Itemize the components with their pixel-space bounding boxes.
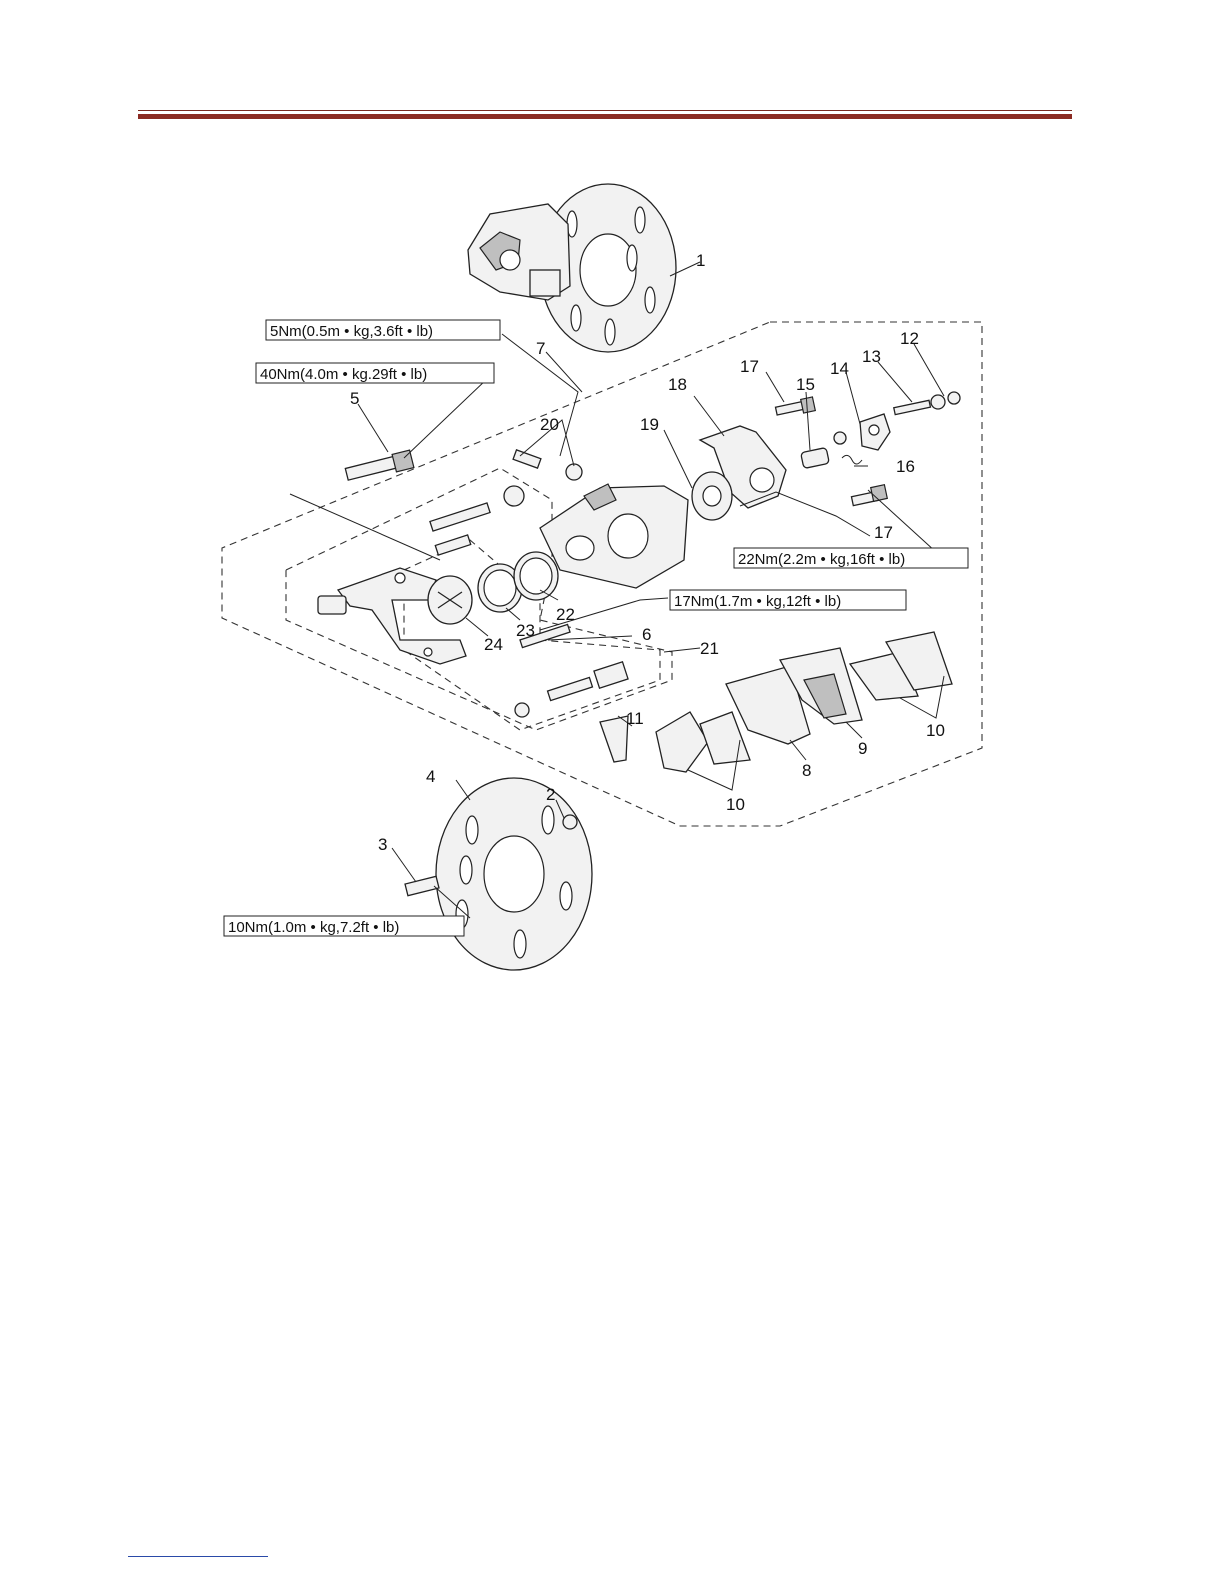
callout-10-left: 10 [726,795,745,814]
torque-40nm: 40Nm(4.0m • kg.29ft • lb) [260,366,427,383]
callout-16: 16 [896,457,915,476]
parking-brake-assembly [692,392,960,520]
callout-17-top: 17 [740,357,759,376]
callout-9: 9 [858,739,867,758]
bleed-valve-20 [513,450,582,480]
caliper-mount-bolt-5 [345,450,414,480]
torque-17nm: 17Nm(1.7m • kg,12ft • lb) [674,593,841,610]
callout-1: 1 [696,251,705,270]
callout-18: 18 [668,375,687,394]
callout-12: 12 [900,329,919,348]
callout-11: 11 [626,709,644,728]
callout-23: 23 [516,621,535,640]
callout-7: 7 [536,339,545,358]
brake-pads-shims [600,632,952,772]
footer-rule [128,1556,268,1557]
callout-22: 22 [556,605,575,624]
torque-10nm: 10Nm(1.0m • kg,7.2ft • lb) [228,919,399,936]
torque-5nm: 5Nm(0.5m • kg,3.6ft • lb) [270,323,433,340]
callout-8: 8 [802,761,811,780]
callout-15: 15 [796,375,815,394]
callout-3: 3 [378,835,387,854]
callout-14: 14 [830,359,849,378]
callout-10-right: 10 [926,721,945,740]
brake-disc-4 [436,778,592,970]
torque-22nm: 22Nm(2.2m • kg,16ft • lb) [738,551,905,568]
disc-bolt-3 [405,876,439,895]
callout-21: 21 [700,639,719,658]
callout-4: 4 [426,767,435,786]
callout-24: 24 [484,635,503,654]
callout-17-bottom: 17 [874,523,893,542]
callout-20: 20 [540,415,559,434]
callout-13: 13 [862,347,881,366]
piston-and-seals [428,552,558,624]
disc-nut-2 [563,815,577,829]
callout-6: 6 [642,625,651,644]
callout-2: 2 [546,785,555,804]
caliper-body [540,484,688,588]
callout-5: 5 [350,389,359,408]
callout-19: 19 [640,415,659,434]
